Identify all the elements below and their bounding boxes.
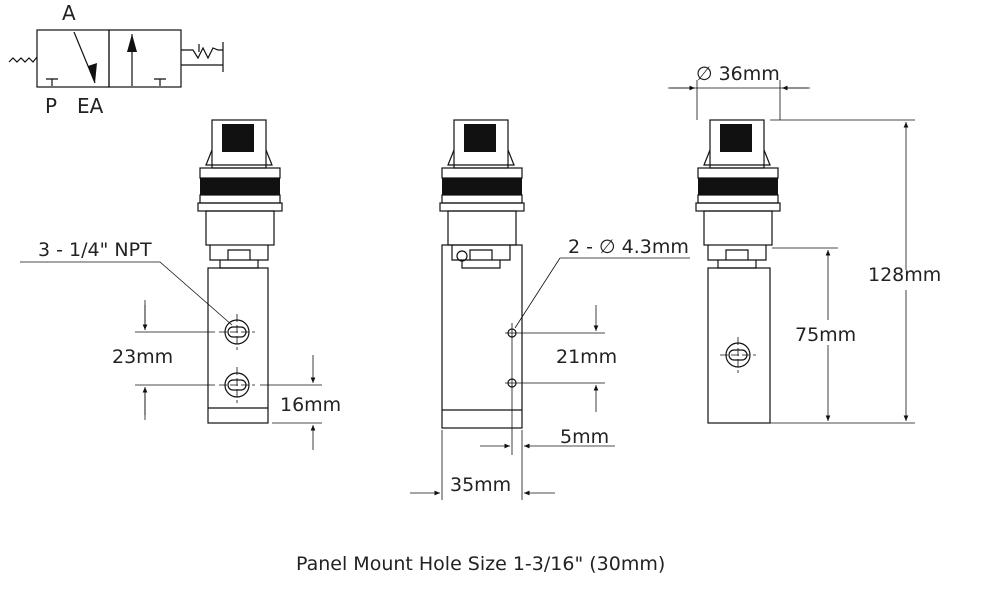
valve-rear-view: [695, 119, 781, 424]
overall-height-label: 128mm: [868, 264, 942, 286]
valve-side-view: [197, 119, 283, 424]
hole-spacing-label: 21mm: [556, 346, 618, 368]
port-p-label: P: [45, 94, 58, 118]
npt-leader: [20, 261, 233, 326]
port-offset-label: 16mm: [280, 394, 342, 416]
port-ea-icon: [719, 336, 757, 374]
port-ea-label: EA: [77, 94, 104, 118]
port-spacing-label: 23mm: [112, 346, 174, 368]
npt-ports-label: 3 - 1/4" NPT: [38, 239, 152, 261]
port-a-label: A: [62, 1, 76, 25]
body-width-label: 35mm: [450, 474, 512, 496]
caption: Panel Mount Hole Size 1-3/16" (30mm): [296, 553, 666, 575]
hole-offset-label: 5mm: [560, 426, 610, 448]
body-height-label: 75mm: [795, 324, 857, 346]
port-p-icon: [218, 366, 256, 404]
button-diameter-label: ∅ 36mm: [696, 63, 780, 85]
port-a-icon: [218, 313, 256, 351]
valve-front-view: [439, 119, 525, 429]
valve-symbol: [8, 29, 224, 88]
mount-holes-label: 2 - ∅ 4.3mm: [568, 236, 689, 258]
